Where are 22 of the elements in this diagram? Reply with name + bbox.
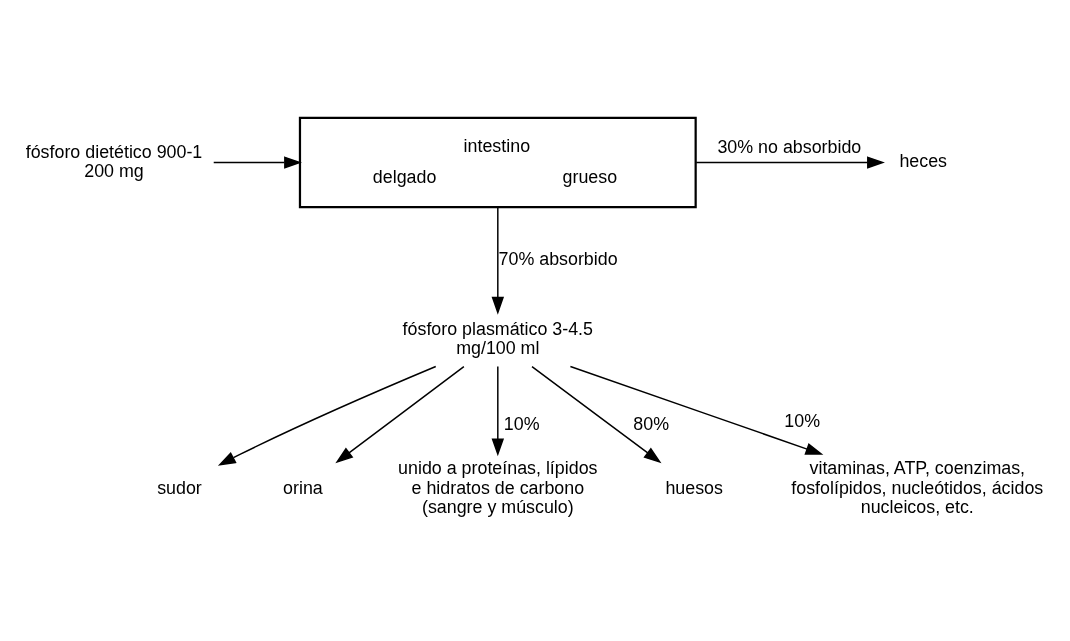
arrow: [335, 365, 465, 463]
node-text: huesos: [665, 477, 723, 498]
node-text: sudor: [157, 477, 202, 498]
arrow: [491, 365, 505, 456]
node-text: unido a proteínas, lípidos e hidratos de carbono (sangre y músculo): [398, 457, 598, 517]
edge-label: 10%: [784, 410, 821, 431]
arrow: [212, 155, 302, 169]
node-text: fósforo plasmático 3-4.5 mg/100 ml: [402, 318, 594, 358]
edge-label: 10%: [503, 413, 540, 434]
edge-label: 70% absorbido: [498, 248, 618, 269]
arrow: [531, 365, 662, 463]
edge-label: 30% no absorbido: [717, 136, 862, 157]
node-text: fósforo dietético 900-1 200 mg: [25, 141, 203, 181]
node-text: vitaminas, ATP, coenzimas, fosfolípidos, nucleótidos, ácidos nucleicos, etc.: [791, 457, 1044, 517]
arrow: [569, 365, 824, 455]
arrow: [217, 365, 437, 466]
arrow: [491, 206, 505, 315]
node-text: heces: [899, 150, 948, 171]
node-box: intestino delgado grueso: [298, 116, 697, 208]
node-text: orina: [283, 477, 323, 498]
edge-label: 80%: [633, 413, 670, 434]
arrow: [695, 155, 885, 169]
